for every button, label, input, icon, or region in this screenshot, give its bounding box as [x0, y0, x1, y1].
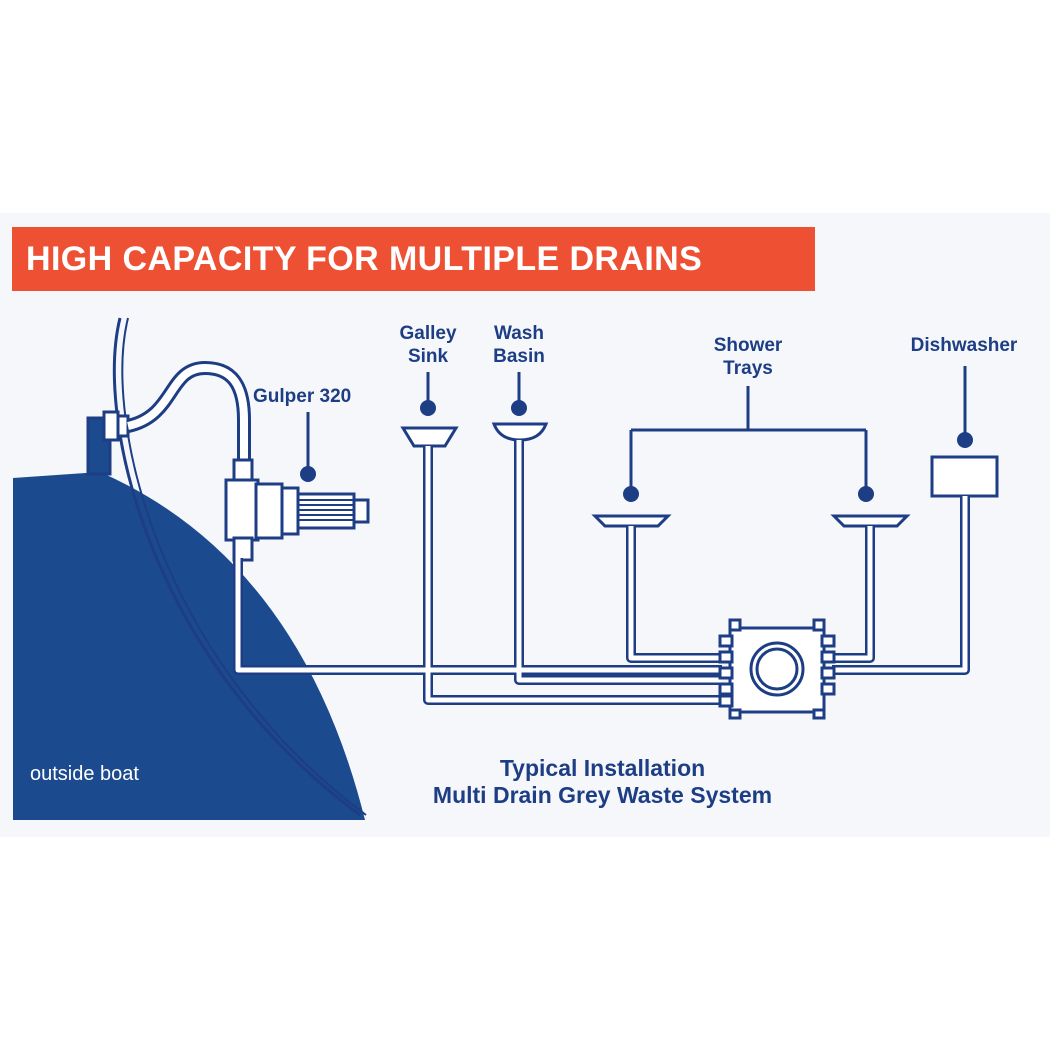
galley-label-line2: Sink — [407, 346, 449, 367]
banner-title: HIGH CAPACITY FOR MULTIPLE DRAINS — [26, 239, 703, 278]
dishwasher-label-text: Dishwasher — [910, 335, 1018, 356]
leader-lines — [306, 366, 967, 492]
caption-line2: Multi Drain Grey Waste System — [432, 782, 773, 808]
wash-basin-label: Wash Basin — [479, 322, 559, 368]
discharge-hose — [126, 360, 251, 476]
drain-pipes — [233, 440, 970, 705]
gulper-label: Gulper 320 — [253, 385, 351, 408]
shower-label-line1: Shower — [713, 335, 783, 356]
shower-tray-right — [830, 514, 911, 528]
galley-label-line1: Galley — [399, 323, 457, 344]
outside-boat-label: outside boat — [30, 763, 139, 785]
wash-basin — [491, 422, 549, 442]
shower-label-line2: Trays — [723, 358, 773, 379]
hull-edge-outer — [112, 317, 361, 817]
motor-fins — [298, 499, 354, 521]
diagram-caption: Typical Installation Multi Drain Grey Wa… — [370, 755, 835, 809]
sump-box — [718, 618, 836, 720]
dishwasher-unit — [930, 455, 999, 498]
gulper-label-text: Gulper 320 — [253, 386, 352, 407]
thru-hull-fitting — [86, 410, 130, 476]
leader-dots — [300, 400, 973, 502]
dishwasher-label: Dishwasher — [896, 334, 1032, 357]
wash-label-line1: Wash — [494, 323, 544, 344]
wash-label-line2: Basin — [493, 346, 545, 367]
shower-tray-left — [591, 514, 672, 528]
galley-sink-label: Galley Sink — [388, 322, 468, 368]
hull-edge-inner — [121, 317, 367, 816]
shower-trays-label: Shower Trays — [698, 334, 798, 380]
title-banner: HIGH CAPACITY FOR MULTIPLE DRAINS — [12, 227, 815, 291]
galley-sink — [400, 426, 459, 448]
caption-line1: Typical Installation — [499, 755, 706, 781]
